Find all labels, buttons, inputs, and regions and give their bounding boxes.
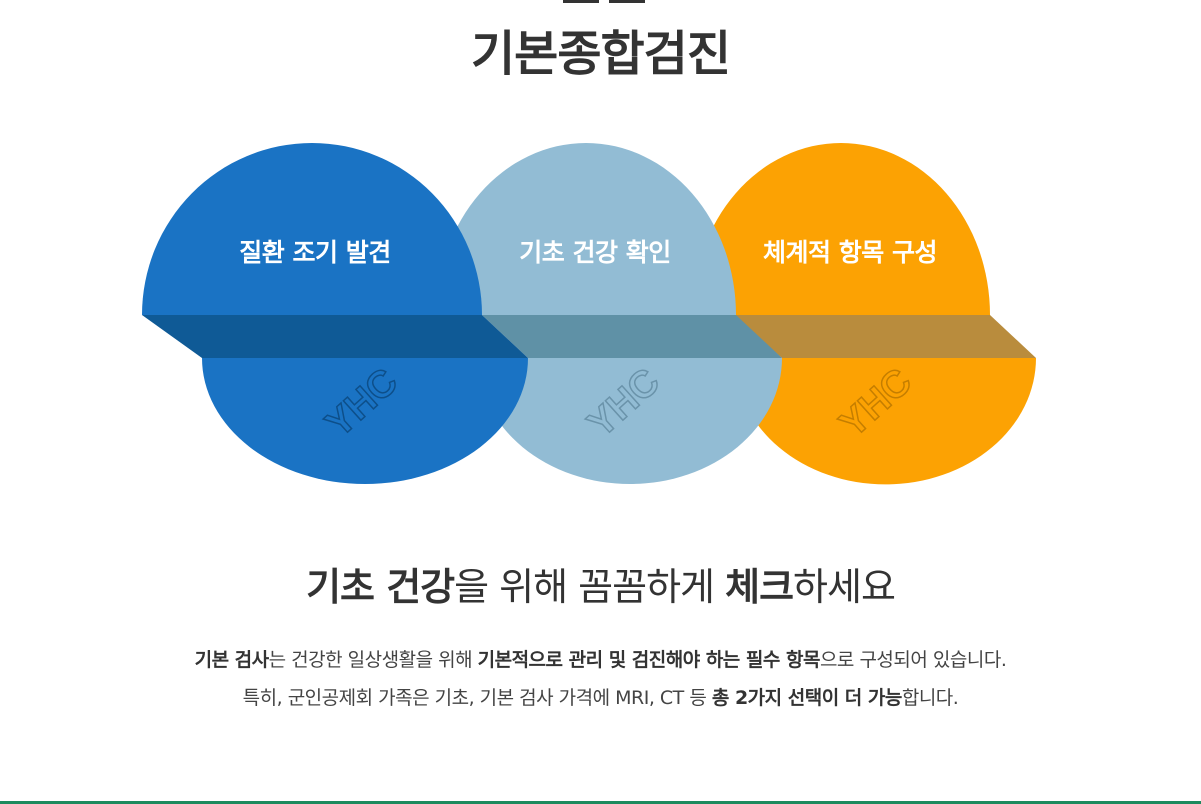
- desc2-text-a: 특히, 군인공제회 가족은 기초, 기본 검사 가격에 MRI, CT 등: [242, 687, 712, 709]
- circle-early-detection: YHC: [142, 143, 528, 484]
- circle-label-early-detection: 질환 조기 발견: [239, 238, 391, 267]
- tagline: 기초 건강을 위해 꼼꼼하게 체크하세요: [0, 562, 1201, 612]
- circle-early-top: [142, 143, 482, 315]
- tagline-bold-1: 기초 건강: [306, 565, 455, 609]
- circle-early-bottom: [202, 358, 528, 484]
- circle-systematic-band: [732, 315, 1036, 358]
- circle-systematic-bottom: [735, 358, 1036, 485]
- circle-label-basic-health: 기초 건강 확인: [519, 238, 671, 267]
- desc2-bold-b: 총 2가지 선택이 더 가능: [711, 687, 903, 709]
- desc2-text-c: 합니다.: [901, 687, 959, 709]
- tagline-text-2: 하세요: [793, 565, 896, 609]
- desc1-bold-c: 기본적으로 관리 및 검진해야 하는 필수 항목: [477, 649, 821, 671]
- desc1-text-b: 는 건강한 일상생활을 위해: [268, 649, 478, 671]
- tagline-bold-2: 체크: [725, 565, 794, 609]
- circle-basic-bottom: [478, 358, 782, 484]
- description-line-1: 기본 검사는 건강한 일상생활을 위해 기본적으로 관리 및 검진해야 하는 필…: [0, 646, 1201, 674]
- circle-basic-band: [482, 315, 782, 358]
- circle-early-band: [142, 315, 528, 358]
- desc1-text-d: 으로 구성되어 있습니다.: [819, 649, 1007, 671]
- circle-systematic-top: [692, 143, 990, 315]
- tagline-text-1: 을 위해 꼼꼼하게: [454, 565, 726, 609]
- top-decoration: [563, 0, 645, 5]
- circle-systematic-items: YHC: [692, 143, 1036, 485]
- top-decoration-bar-right: [609, 0, 645, 3]
- top-decoration-bar-left: [563, 0, 599, 3]
- three-circle-diagram: YHC YHC YHC: [142, 143, 1036, 485]
- page-title: 기본종합검진: [471, 26, 731, 82]
- circle-basic-health: YHC: [436, 143, 782, 484]
- circle-label-systematic-items: 체계적 항목 구성: [763, 238, 937, 267]
- desc1-bold-a: 기본 검사: [194, 649, 270, 671]
- bottom-divider: [0, 801, 1201, 804]
- circle-basic-top: [436, 143, 736, 315]
- description-line-2: 특히, 군인공제회 가족은 기초, 기본 검사 가격에 MRI, CT 등 총 …: [0, 684, 1201, 712]
